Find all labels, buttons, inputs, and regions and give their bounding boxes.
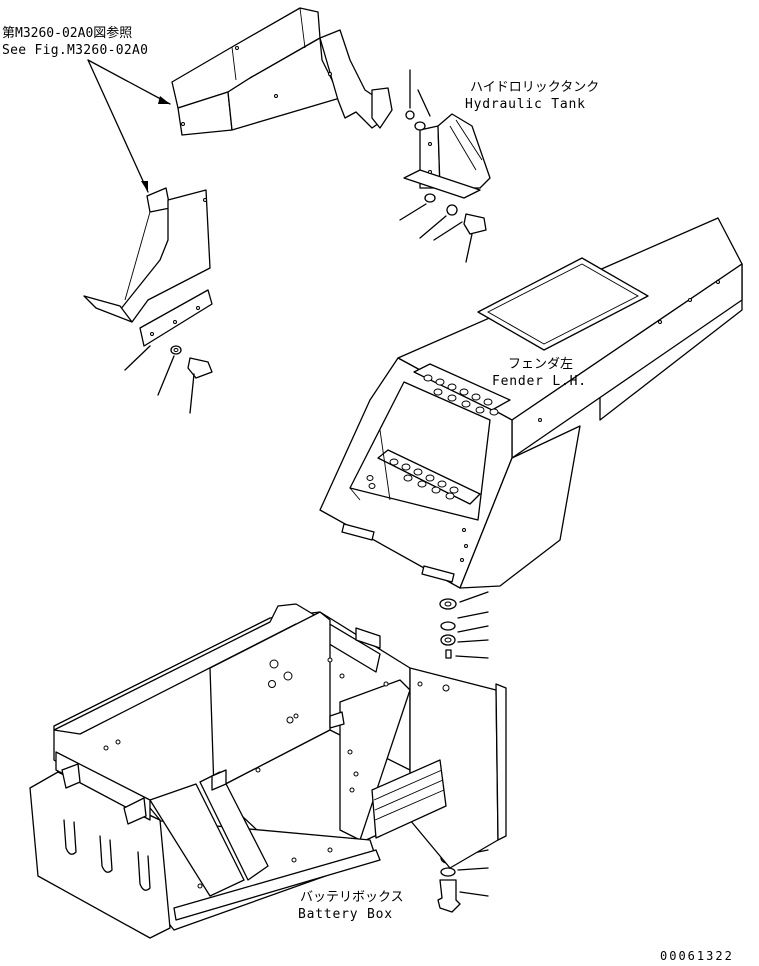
upper-bracket-part (171, 7, 393, 136)
left-support-bracket (83, 187, 213, 347)
louvre-slots (63, 819, 151, 891)
fender-lh-part (319, 217, 743, 589)
battery-box-label-jp: バッテリボックス (300, 890, 404, 905)
hydraulic-tank-label-en: Hydraulic Tank (465, 97, 586, 112)
fender-label-jp: フェンダ左 (508, 357, 574, 372)
reference-label-en: See Fig.M3260-02A0 (2, 43, 149, 58)
drawing-number: 00061322 (660, 949, 734, 963)
hydraulic-tank-label-jp: ハイドロリックタンク (470, 80, 600, 95)
step-holes (366, 374, 499, 500)
fender-label-en: Fender L.H. (492, 374, 587, 389)
left-bolt-set (124, 345, 213, 414)
reference-label-jp: 第M3260-02A0図参照 (2, 26, 133, 41)
reference-leader-arrows (87, 59, 171, 193)
hydraulic-tank-bracket (399, 69, 491, 263)
battery-box-part (29, 603, 507, 939)
battery-box-label-en: Battery Box (298, 907, 393, 922)
